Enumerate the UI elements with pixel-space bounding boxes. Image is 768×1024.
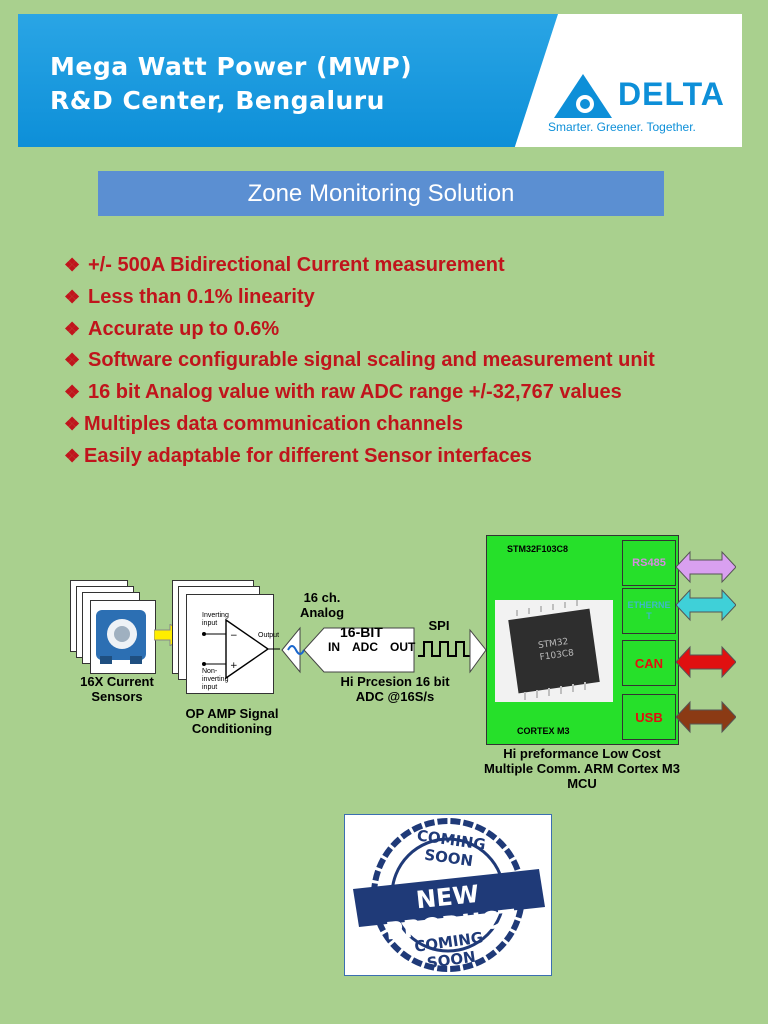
feature-item: ❖16 bit Analog value with raw ADC range …	[64, 377, 655, 409]
delta-logo-icon	[554, 74, 612, 118]
double-arrow-icon	[676, 588, 736, 622]
header-blue-panel	[18, 14, 558, 147]
feature-item: ❖Software configurable signal scaling an…	[64, 345, 655, 377]
opamp-label: OP AMP Signal Conditioning	[185, 706, 279, 736]
header-title-line2: R&D Center, Bengaluru	[50, 86, 385, 115]
svg-text:+: +	[230, 661, 238, 671]
header-title-line1: Mega Watt Power (MWP)	[50, 52, 413, 81]
mcu-label: Hi preformance Low Cost Multiple Comm. A…	[484, 746, 680, 791]
adc-out: OUT	[390, 640, 416, 654]
mcu-block: STM32F103C8 STM32 F103C8 CORTEX M3 RS485…	[486, 535, 679, 745]
stamp-icon	[353, 818, 545, 972]
diamond-bullet-icon: ❖	[64, 350, 81, 371]
current-sensor-icon	[96, 610, 146, 664]
diamond-bullet-icon: ❖	[64, 255, 81, 275]
port-can: CAN	[622, 640, 676, 686]
op-amp-icon: − +	[202, 618, 280, 680]
header-banner: Mega Watt Power (MWP) R&D Center, Bengal…	[18, 14, 742, 147]
feature-item: ❖Easily adaptable for different Sensor i…	[64, 441, 655, 473]
double-arrow-icon	[676, 550, 736, 584]
diamond-bullet-icon: ❖	[64, 413, 81, 434]
diamond-bullet-icon: ❖	[64, 318, 81, 339]
feature-list: ❖+/- 500A Bidirectional Current measurem…	[64, 250, 655, 473]
double-arrow-icon	[676, 700, 736, 734]
mcu-name: STM32F103C8	[507, 544, 569, 554]
port-ethernet: ETHERNET	[622, 588, 676, 634]
svg-text:STM32: STM32	[537, 637, 569, 651]
adc-in: IN	[328, 640, 340, 654]
coming-soon-stamp: COMING SOON NEW PRODUCT COMING SOON	[344, 814, 552, 976]
diamond-bullet-icon: ❖	[64, 382, 81, 403]
adc-signal-chain	[281, 626, 487, 674]
diamond-bullet-icon: ❖	[64, 445, 81, 466]
adc-title: 16-BIT	[340, 624, 383, 640]
double-arrow-icon	[676, 645, 736, 679]
feature-item: ❖Accurate up to 0.6%	[64, 314, 655, 346]
adc-mid: ADC	[352, 640, 378, 654]
spi-label: SPI	[428, 618, 450, 633]
section-title: Zone Monitoring Solution	[98, 171, 664, 216]
logo-tagline: Smarter. Greener. Together.	[548, 120, 696, 134]
feature-item: ❖Multiples data communication channels	[64, 409, 655, 441]
svg-text:F103C8: F103C8	[539, 648, 575, 663]
adc-label: Hi Prcesion 16 bit ADC @16S/s	[340, 674, 450, 704]
svg-text:−: −	[230, 631, 238, 641]
feature-item: ❖+/- 500A Bidirectional Current measurem…	[64, 250, 655, 282]
port-usb: USB	[622, 694, 676, 740]
port-rs485: RS485	[622, 540, 676, 586]
diamond-bullet-icon: ❖	[64, 286, 81, 307]
analog-label: 16 ch. Analog	[299, 590, 345, 620]
sensor-label: 16X Current Sensors	[80, 674, 154, 704]
logo-text: DELTA	[618, 76, 725, 112]
feature-item: ❖Less than 0.1% linearity	[64, 282, 655, 314]
mcu-core: CORTEX M3	[517, 726, 570, 736]
chip-icon: STM32 F103C8	[495, 600, 613, 702]
